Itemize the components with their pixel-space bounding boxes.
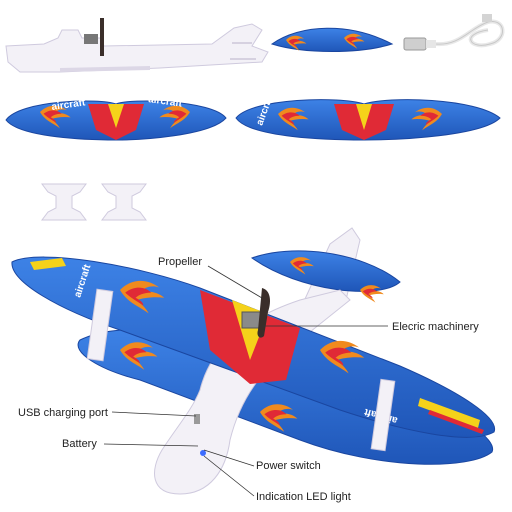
callout-propeller: Propeller	[158, 256, 203, 268]
mini-propeller-icon	[84, 18, 104, 56]
wing-clip-2	[101, 183, 147, 221]
callout-battery: Battery	[62, 438, 97, 450]
callout-power-switch: Power switch	[256, 460, 321, 472]
wing-label: aircraft	[51, 97, 87, 113]
callout-led: Indication LED light	[256, 491, 351, 503]
tail-wing-part	[270, 27, 394, 52]
callout-usb-port: USB charging port	[18, 407, 108, 419]
assembled-airplane: aircraft aircraft	[11, 227, 496, 495]
wing-clip-1	[41, 183, 87, 221]
main-wing-part-2: aircraft	[235, 91, 501, 141]
main-wing-part-1: aircraft aircraft	[5, 94, 227, 141]
callout-motor: Elecric machinery	[392, 321, 479, 333]
callout-lines	[103, 265, 388, 497]
usb-cable	[403, 14, 505, 51]
fuselage-part	[5, 23, 269, 73]
wing-label: aircraft	[148, 94, 184, 110]
